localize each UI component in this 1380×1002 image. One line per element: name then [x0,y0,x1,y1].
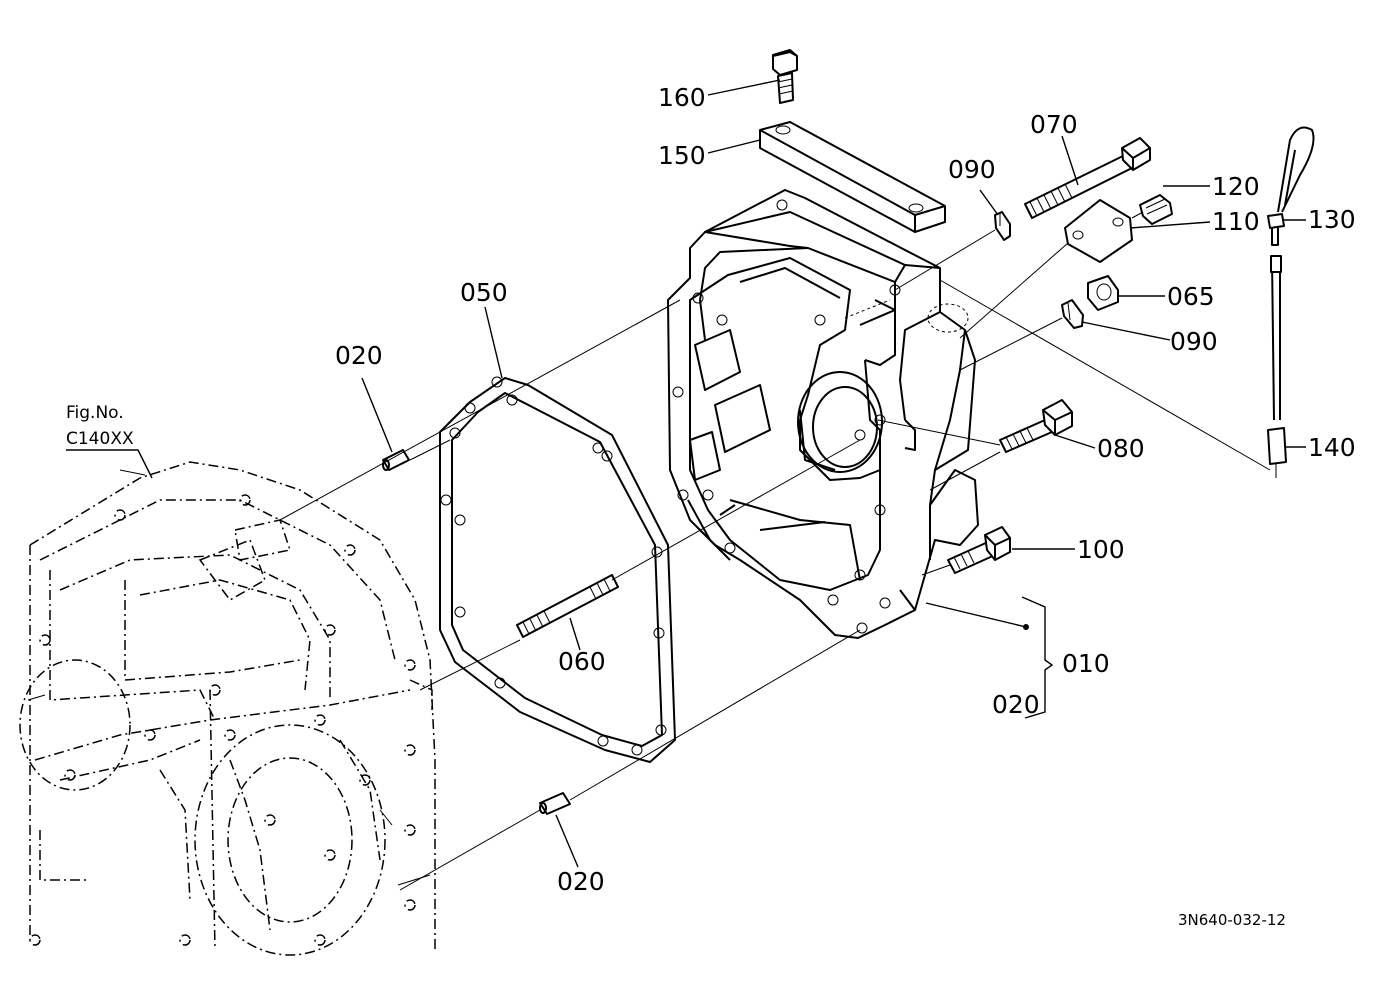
plug-120 [1139,194,1173,225]
label-080: 080 [1097,434,1145,463]
label-020-bottom: 020 [557,867,605,896]
dowel-020-top [382,449,410,471]
dipstick-130-140 [1267,126,1315,478]
washer-090-mid [1061,299,1084,329]
bolt-080 [999,399,1073,453]
label-100: 100 [1077,535,1125,564]
long-bolt-070 [1024,137,1151,219]
label-090-mid: 090 [1170,327,1218,356]
label-060: 060 [558,647,606,676]
bolt-100 [947,526,1011,574]
leader-lines [66,79,1306,868]
figure-ref-line2: C140XX [66,429,134,449]
gasket [439,376,676,763]
label-050: 050 [460,278,508,307]
label-090-top: 090 [948,155,996,184]
label-130: 130 [1308,205,1356,234]
label-160: 160 [658,83,706,112]
assembly-lines [279,211,1271,891]
bolt-160 [772,49,798,104]
dowel-020-bottom [539,792,571,815]
collar-065 [1087,275,1119,311]
label-070: 070 [1030,110,1078,139]
label-110: 110 [1212,207,1260,236]
label-150: 150 [658,141,706,170]
label-120: 120 [1212,172,1260,201]
adjacent-transmission-case [19,461,436,956]
label-140: 140 [1308,433,1356,462]
label-020-group: 020 [992,690,1040,719]
main-housing [667,189,979,639]
label-010: 010 [1062,649,1110,678]
label-020-top: 020 [335,341,383,370]
drawing-code: 3N640-032-12 [1178,911,1286,929]
label-065: 065 [1167,282,1215,311]
plate-150 [759,121,946,233]
washer-090-top [994,211,1011,241]
flange-110 [1064,199,1133,263]
part-labels: 160 150 070 090 120 110 130 065 090 050 … [66,83,1356,929]
figure-ref-line1: Fig.No. [66,403,124,423]
stud-060 [516,574,619,638]
